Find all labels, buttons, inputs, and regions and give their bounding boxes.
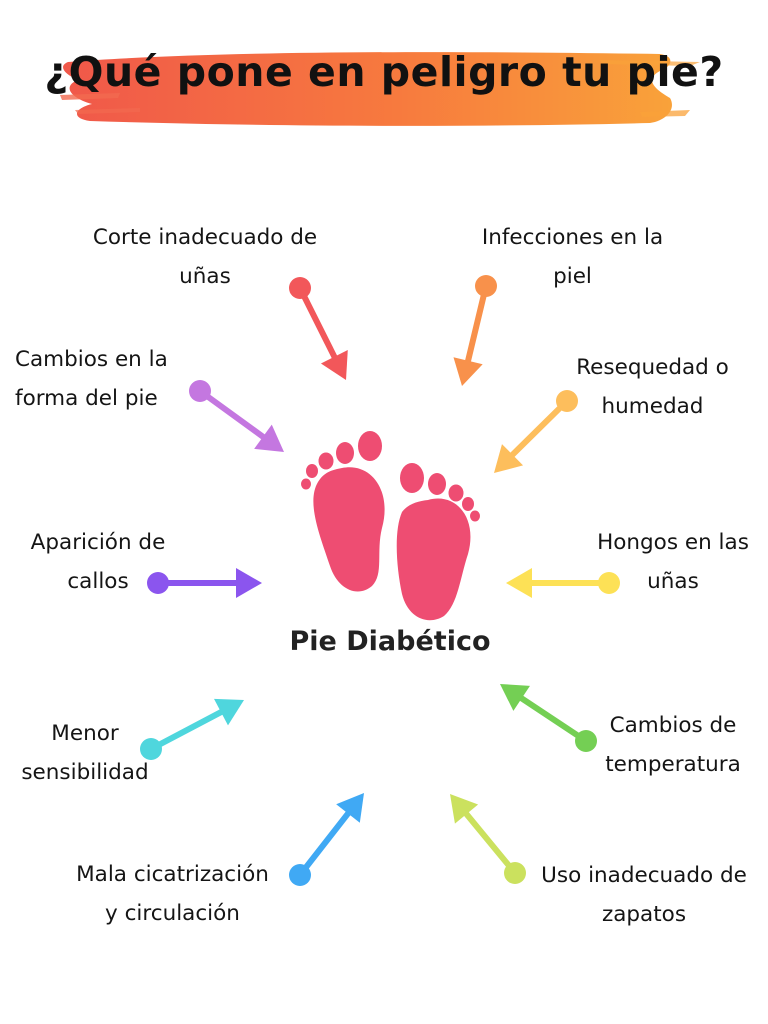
- factor-label-cicatrizacion: Mala cicatrización y circulación: [55, 855, 290, 933]
- arrow-start-dot: [475, 275, 497, 297]
- arrow-shaft: [197, 388, 268, 441]
- factor-label-line: Resequedad o: [576, 355, 729, 380]
- center-label: Pie Diabético: [289, 626, 491, 657]
- arrow-head: [494, 444, 524, 473]
- arrow-shaft: [464, 283, 489, 366]
- factor-label-line: sensibilidad: [21, 760, 149, 785]
- factor-label-cambios-forma: Cambios en la forma del pie: [15, 340, 205, 418]
- factor-label-line: y circulación: [105, 901, 240, 926]
- arrow-head: [320, 350, 348, 380]
- factor-label-sensibilidad: Menor sensibilidad: [5, 714, 165, 792]
- factor-label-line: Hongos en las: [597, 530, 749, 555]
- feet-icon: [301, 431, 480, 621]
- factor-label-line: Infecciones en la: [481, 225, 664, 250]
- arrow-callos: [147, 568, 262, 598]
- page-title: ¿Qué pone en peligro tu pie?: [44, 48, 724, 96]
- factor-label-line: uñas: [179, 264, 231, 289]
- arrow-shaft: [297, 285, 339, 362]
- arrow-zapatos: [450, 794, 526, 884]
- factor-label-line: piel: [553, 264, 592, 289]
- factor-label-line: zapatos: [601, 902, 687, 927]
- arrow-head: [236, 568, 262, 598]
- arrow-head: [500, 684, 530, 711]
- arrow-cicatrizacion: [289, 793, 364, 886]
- factor-label-line: callos: [67, 569, 129, 594]
- arrow-head: [336, 793, 364, 823]
- title-brush-stroke: [60, 52, 700, 126]
- arrow-head: [214, 698, 244, 726]
- factor-label-line: Aparición de: [30, 530, 166, 555]
- arrow-head: [254, 424, 284, 452]
- arrow-start-dot: [289, 864, 311, 886]
- arrow-head: [450, 794, 479, 824]
- arrow-head: [506, 568, 532, 598]
- factor-label-line: forma del pie: [15, 386, 158, 411]
- arrow-sensibilidad: [140, 698, 244, 760]
- factor-label-line: Corte inadecuado de: [92, 225, 318, 250]
- arrow-start-dot: [147, 572, 169, 594]
- factor-label-line: humedad: [601, 394, 704, 419]
- factor-label-resequedad: Resequedad o humedad: [555, 348, 750, 426]
- arrow-head: [453, 357, 483, 386]
- arrow-hongos: [506, 568, 620, 598]
- factor-label-line: Menor: [51, 721, 119, 746]
- arrow-shaft: [517, 694, 589, 744]
- arrow-shaft: [148, 708, 226, 752]
- arrow-start-dot: [289, 277, 311, 299]
- factor-label-line: Mala cicatrización: [76, 862, 269, 887]
- arrow-shaft: [508, 398, 570, 460]
- arrow-resequedad: [494, 390, 578, 473]
- factor-label-line: uñas: [647, 569, 699, 594]
- arrow-start-dot: [556, 390, 578, 412]
- factor-label-line: Cambios de: [609, 713, 737, 738]
- arrow-shaft: [297, 808, 353, 878]
- factor-label-corte: Corte inadecuado de uñas: [70, 218, 340, 296]
- arrow-cambios-forma: [189, 380, 284, 452]
- factor-label-line: Uso inadecuado de: [541, 863, 747, 888]
- factor-label-zapatos: Uso inadecuado de zapatos: [524, 856, 764, 934]
- arrow-infecciones: [453, 275, 497, 386]
- factor-label-line: Cambios en la: [15, 347, 168, 372]
- arrow-start-dot: [575, 730, 597, 752]
- factor-label-temperatura: Cambios de temperatura: [585, 706, 761, 784]
- arrow-corte: [289, 277, 348, 380]
- factor-label-callos: Aparición de callos: [12, 523, 184, 601]
- arrow-shaft: [462, 809, 518, 876]
- factor-label-line: temperatura: [605, 752, 741, 777]
- arrow-temperatura: [500, 684, 597, 752]
- arrow-start-dot: [504, 862, 526, 884]
- factor-label-infecciones: Infecciones en la piel: [455, 218, 690, 296]
- arrow-start-dot: [189, 380, 211, 402]
- arrow-start-dot: [598, 572, 620, 594]
- factor-label-hongos: Hongos en las uñas: [582, 523, 764, 601]
- arrow-start-dot: [140, 738, 162, 760]
